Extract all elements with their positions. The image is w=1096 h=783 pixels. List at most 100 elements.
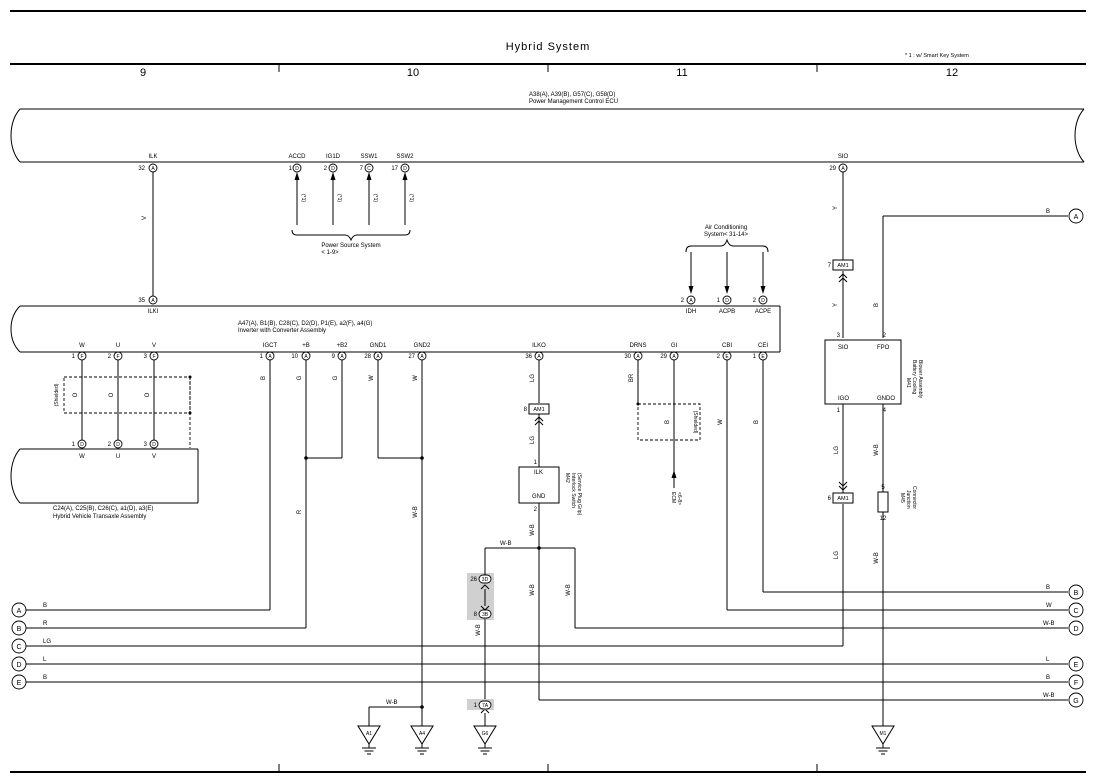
am1-label-b: AM1	[533, 407, 544, 413]
ground-a1-icon	[357, 725, 381, 755]
blower-p2: 2	[883, 333, 887, 339]
conn-acpe: D	[761, 298, 765, 304]
color-wb-right-d: W-B	[1043, 621, 1055, 627]
pin-num-ilko: 36	[525, 354, 532, 360]
pin-label-gnd2: GND2	[414, 343, 431, 349]
blower-p4: 4	[883, 408, 887, 414]
ground-g6-icon	[473, 725, 497, 755]
color-lg-2: LG	[530, 436, 536, 444]
pin-num-drns: 30	[624, 354, 631, 360]
splice-num-1: 1	[474, 703, 478, 709]
pin-label-ssw2: SSW2	[396, 154, 414, 160]
pin-num-idh: 2	[681, 298, 685, 304]
color-v: V	[142, 216, 148, 220]
ecu-top-box	[10, 108, 1085, 163]
pin-label-tw: W	[79, 454, 85, 460]
color-wb-5: W-B	[500, 541, 512, 547]
wire-fpo	[882, 215, 1068, 338]
pin-num-gi: 29	[660, 354, 667, 360]
junction-name1: Junction	[905, 490, 911, 509]
star-accd: (*1)	[300, 194, 306, 202]
wire-cbi-cei	[726, 360, 1068, 611]
ground-m1-icon	[871, 725, 895, 755]
junction-p12: 12	[880, 516, 887, 522]
air-cond-wires	[685, 238, 769, 294]
color-lg-3: LG	[834, 551, 840, 559]
conn-ilki: A	[151, 298, 155, 304]
pin-label-cei: CEI	[758, 343, 768, 349]
column-11: 11	[676, 67, 687, 79]
color-y1: Y	[833, 206, 839, 210]
transaxle-name: Hybrid Vehicle Transaxle Assembly	[53, 514, 146, 520]
right-conn-a-top: A	[1074, 214, 1079, 221]
star-ssw2: (*1)	[408, 194, 414, 202]
color-b-igct: B	[261, 376, 267, 380]
column-9: 9	[140, 67, 146, 79]
conn-plus-b: A	[304, 354, 308, 360]
color-w-cbi: W	[718, 419, 724, 425]
pin-num-u: 2	[108, 354, 112, 360]
blower-name2: Blower Assembly	[917, 360, 923, 399]
conn-igct: A	[268, 354, 272, 360]
junction-connector	[877, 491, 889, 513]
conn-ig1d: D	[331, 166, 335, 172]
color-wb-gndo: W-B	[874, 444, 880, 456]
conn-ssw2: D	[403, 166, 407, 172]
am1-connector-b	[528, 403, 550, 415]
right-conn-g: G	[1073, 698, 1078, 705]
power-source-label: Power Source System	[321, 243, 380, 249]
pin-num-tw: 1	[72, 442, 76, 448]
color-b-left-a: B	[43, 603, 47, 609]
color-w-1: W	[369, 375, 375, 381]
color-r-left-b: R	[43, 621, 48, 627]
pin-label-gi: GI	[671, 343, 678, 349]
splice-3d: 3D	[482, 577, 489, 583]
column-10: 10	[407, 67, 419, 79]
power-source-ref: < 1-9>	[321, 250, 339, 256]
wire-ilko	[500, 360, 1068, 701]
interlock-pin1: 1	[534, 460, 538, 466]
conn-gnd2: A	[420, 354, 424, 360]
am1-connector-a	[832, 259, 854, 271]
ecm-label: ECM	[670, 492, 676, 503]
conn-gnd1: A	[376, 354, 380, 360]
pin-label-ilko: ILKO	[532, 343, 546, 349]
pin-label-ssw1: SSW1	[360, 154, 378, 160]
smart-key-note: * 1 : w/ Smart Key System	[905, 53, 969, 59]
pin-label-plus-b: +B	[302, 343, 310, 349]
conn-cei: E	[761, 354, 765, 360]
left-conn-a: A	[17, 608, 22, 615]
pin-num-ilk: 32	[138, 166, 145, 172]
color-o-2: O	[109, 392, 115, 397]
star-ig1d: (*1)	[336, 194, 342, 202]
pin-num-acpb: 1	[717, 298, 721, 304]
color-b-a: B	[1046, 209, 1050, 215]
interlock-code: M42	[564, 473, 570, 483]
blower-name1: Battery Cooling	[911, 360, 917, 394]
pin-label-tu: U	[116, 454, 120, 460]
wire-igo	[26, 404, 848, 647]
color-lg-left-c: LG	[43, 639, 51, 645]
conn-tu: D	[116, 442, 120, 448]
ecm-ref: <6-8>	[676, 492, 682, 505]
pin-label-acpb: ACPB	[719, 309, 735, 315]
wire-igct	[26, 360, 271, 611]
color-wb-gnd: W-B	[386, 700, 398, 706]
conn-accd: D	[295, 166, 299, 172]
ecu-top-codes: A38(A), A39(B), G57(C), G58(D)	[529, 92, 615, 98]
conn-ilko: A	[537, 354, 541, 360]
color-wb-gndo-2: W-B	[874, 552, 880, 564]
pin-num-cei: 1	[753, 354, 757, 360]
left-conn-c: C	[16, 644, 21, 651]
splice-3b: 3B	[482, 612, 489, 618]
blower-igo: IGO	[838, 396, 849, 402]
color-wb-1: W-B	[413, 506, 419, 518]
interlock-name1: Interlock Switch	[570, 473, 576, 508]
pin-label-w: W	[79, 343, 85, 349]
blower-sio: SIO	[838, 345, 849, 351]
color-wb-right-g: W-B	[1043, 693, 1055, 699]
conn-cbi: E	[725, 354, 729, 360]
wire-drns-gi	[636, 360, 701, 488]
pin-label-v: V	[152, 343, 156, 349]
pin-label-ilki: ILKI	[148, 309, 159, 315]
